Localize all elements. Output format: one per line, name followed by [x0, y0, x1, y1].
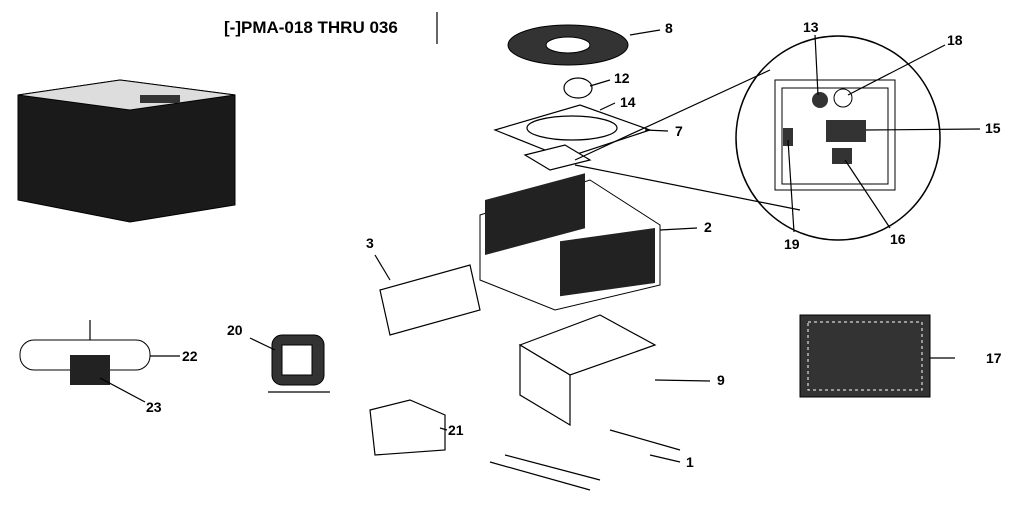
control-box-detail — [574, 35, 941, 241]
callout-1: 1 — [686, 454, 694, 470]
callout-7: 7 — [675, 123, 683, 139]
callout-14: 14 — [620, 94, 636, 110]
callout-18: 18 — [947, 32, 963, 48]
fan-guard-part-8 — [507, 24, 629, 66]
callout-19: 19 — [784, 236, 800, 252]
callout-22: 22 — [182, 348, 198, 364]
base-rails-part-1 — [489, 429, 681, 491]
base-side — [519, 343, 571, 427]
callout-23: 23 — [146, 399, 162, 415]
control-board-part-17 — [799, 314, 931, 398]
coil-part-2 — [479, 173, 661, 311]
cover-part-21 — [369, 399, 446, 456]
diagram-title: [-]PMA-018 THRU 036 — [224, 18, 398, 37]
callout-12: 12 — [614, 70, 630, 86]
callout-20: 20 — [227, 322, 243, 338]
callout-15: 15 — [985, 120, 1001, 136]
callout-17: 17 — [986, 350, 1002, 366]
callout-16: 16 — [890, 231, 906, 247]
callout-2: 2 — [704, 219, 712, 235]
assembled-unit-image — [17, 79, 236, 223]
accumulator-part-22 — [19, 320, 151, 385]
partition-part-3 — [379, 264, 481, 336]
callout-3: 3 — [366, 235, 374, 251]
fan-motor-part-12 — [563, 77, 593, 99]
compressor-part-20 — [268, 334, 330, 393]
callout-8: 8 — [665, 20, 673, 36]
callout-9: 9 — [717, 372, 725, 388]
leader-lines — [99, 29, 981, 463]
callout-13: 13 — [803, 19, 819, 35]
fan-blade-part-14 — [526, 115, 618, 141]
control-box-cover — [523, 144, 592, 171]
callout-21: 21 — [448, 422, 464, 438]
